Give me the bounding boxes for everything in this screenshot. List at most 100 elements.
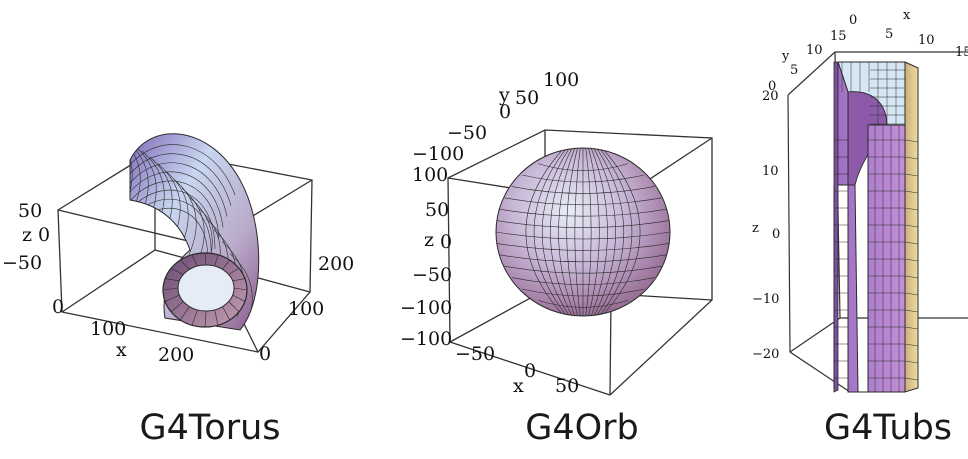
orb-meridian-line [585,148,592,316]
caption-g4torus: G4Torus [139,408,281,448]
tubs-y-tick-4: 0 [768,79,776,94]
orb-meridian-line [601,148,641,316]
tubs-grid-line [904,360,919,364]
orb-meridian-line [590,148,608,316]
orb-z-tick-1: 100 [412,164,448,186]
orb-meridian-line [558,148,576,316]
torus-x-axis-label: x [116,339,127,361]
torus-z-tick-2: 0 [38,224,50,246]
orb-meridian-line [533,148,567,316]
orb-x-tick-2: −50 [455,343,495,365]
torus-plot: 50 z 0 −50 0 100 x 200 200 100 0 [2,133,354,366]
tubs-grid-line [904,190,919,194]
torus-end-spoke [214,254,219,267]
orb-meridian-line [574,148,581,316]
torus-longitude-line [130,189,216,250]
tubs-grid-line [904,275,919,279]
torus-end-spoke [214,309,219,326]
orb-meridian-line [525,148,565,316]
tubs-x-tick-3: 10 [918,33,935,48]
tubs-x-tick-1: 0 [849,13,857,28]
orb-z-tick-3: 0 [440,231,452,253]
torus-end-spoke [228,267,240,275]
torus-shape [129,133,260,331]
tubs-grid-line [904,224,919,228]
orb-x-tick-3: 0 [524,360,536,382]
torus-x-tick-1: 0 [52,296,64,318]
caption-g4tubs: G4Tubs [823,408,953,448]
torus-longitude-line [130,144,236,196]
torus-end-spoke [191,309,198,326]
tubs-side-face [904,61,919,393]
torus-longitude-line [130,153,232,206]
tubs-grid-line [904,241,919,245]
orb-y-tick-5: −100 [412,143,464,165]
torus-longitude-line [130,162,228,217]
tubs-grid-line [904,326,919,330]
torus-ring-line [173,179,197,255]
torus-z-tick-1: 50 [18,200,42,222]
orb-y-tick-2: 50 [515,87,539,109]
torus-end-spoke [164,294,180,302]
torus-ring-line [130,133,133,206]
tubs-y-tick-3: 5 [790,63,798,78]
tubs-z-tick-5: −20 [752,347,779,362]
orb-meridian-line [588,148,600,316]
tubs-plot: 0 5 x 10 15 15 10 y 5 0 20 10 z 0 −10 −2… [752,8,968,393]
torus-end-spoke [222,306,230,321]
tubs-grid-line [904,173,919,177]
orb-x-tick-4: 50 [555,375,579,397]
orb-meridian-line [541,148,570,316]
torus-end-spoke [232,278,245,282]
torus-end-spoke [170,267,184,275]
tubs-y-tick-2: 10 [806,43,823,58]
tubs-grid-line [904,377,919,381]
torus-end-spoke [232,294,246,302]
orb-z-tick-4: −50 [412,264,452,286]
orb-y-tick-4: −50 [447,122,487,144]
torus-x-tick-2: 100 [90,318,126,340]
torus-end-spoke [180,306,190,321]
torus-inner-hole [177,264,235,312]
orb-z-tick-5: −100 [400,297,452,319]
tubs-y-tick-1: 15 [830,29,847,44]
torus-end-spoke [165,278,180,282]
torus-end-spoke [162,287,179,291]
torus-end-spoke [204,252,207,266]
torus-longitude-line [130,180,220,239]
tubs-grid-line [904,309,919,313]
torus-x-tick-3: 200 [158,344,194,366]
tubs-z-tick-1: 20 [762,89,779,104]
orb-y-tick-3: 0 [499,101,511,123]
tubs-grid-line [904,258,919,262]
orb-x-tick-1: −100 [400,328,452,350]
orb-y-tick-1: 100 [543,69,579,91]
tubs-z-tick-2: 10 [762,164,779,179]
tubs-grid-line [904,156,919,160]
tubs-grid-line [904,292,919,296]
tubs-grid-line [904,139,919,143]
torus-end-spoke [233,287,248,291]
orb-meridian-line [599,148,633,316]
tubs-grid-line [904,207,919,211]
orb-y-axis-label: y [498,84,510,106]
orb-meridian-line [566,148,578,316]
torus-end-spoke [228,301,240,312]
orb-plot: 100 y 50 0 −50 −100 100 50 z 0 −50 −100 … [400,69,713,397]
orb-meridian-line [550,148,573,316]
torus-longitude-line [130,171,224,228]
torus-end-spoke [170,301,184,312]
tubs-z-axis-label: z [752,221,759,236]
tubs-shape [833,61,919,393]
tubs-grid-line [904,343,919,347]
tubs-x-tick-2: 5 [885,27,893,42]
torus-ring-line [130,134,141,211]
orb-x-axis-label: x [513,375,524,397]
torus-end-spoke [204,310,207,328]
caption-g4orb: G4Orb [525,408,639,448]
tubs-x-axis-label: x [903,8,911,23]
orb-meridian-line [596,148,625,316]
torus-end-spoke [222,259,230,270]
torus-end-spoke [191,254,198,267]
